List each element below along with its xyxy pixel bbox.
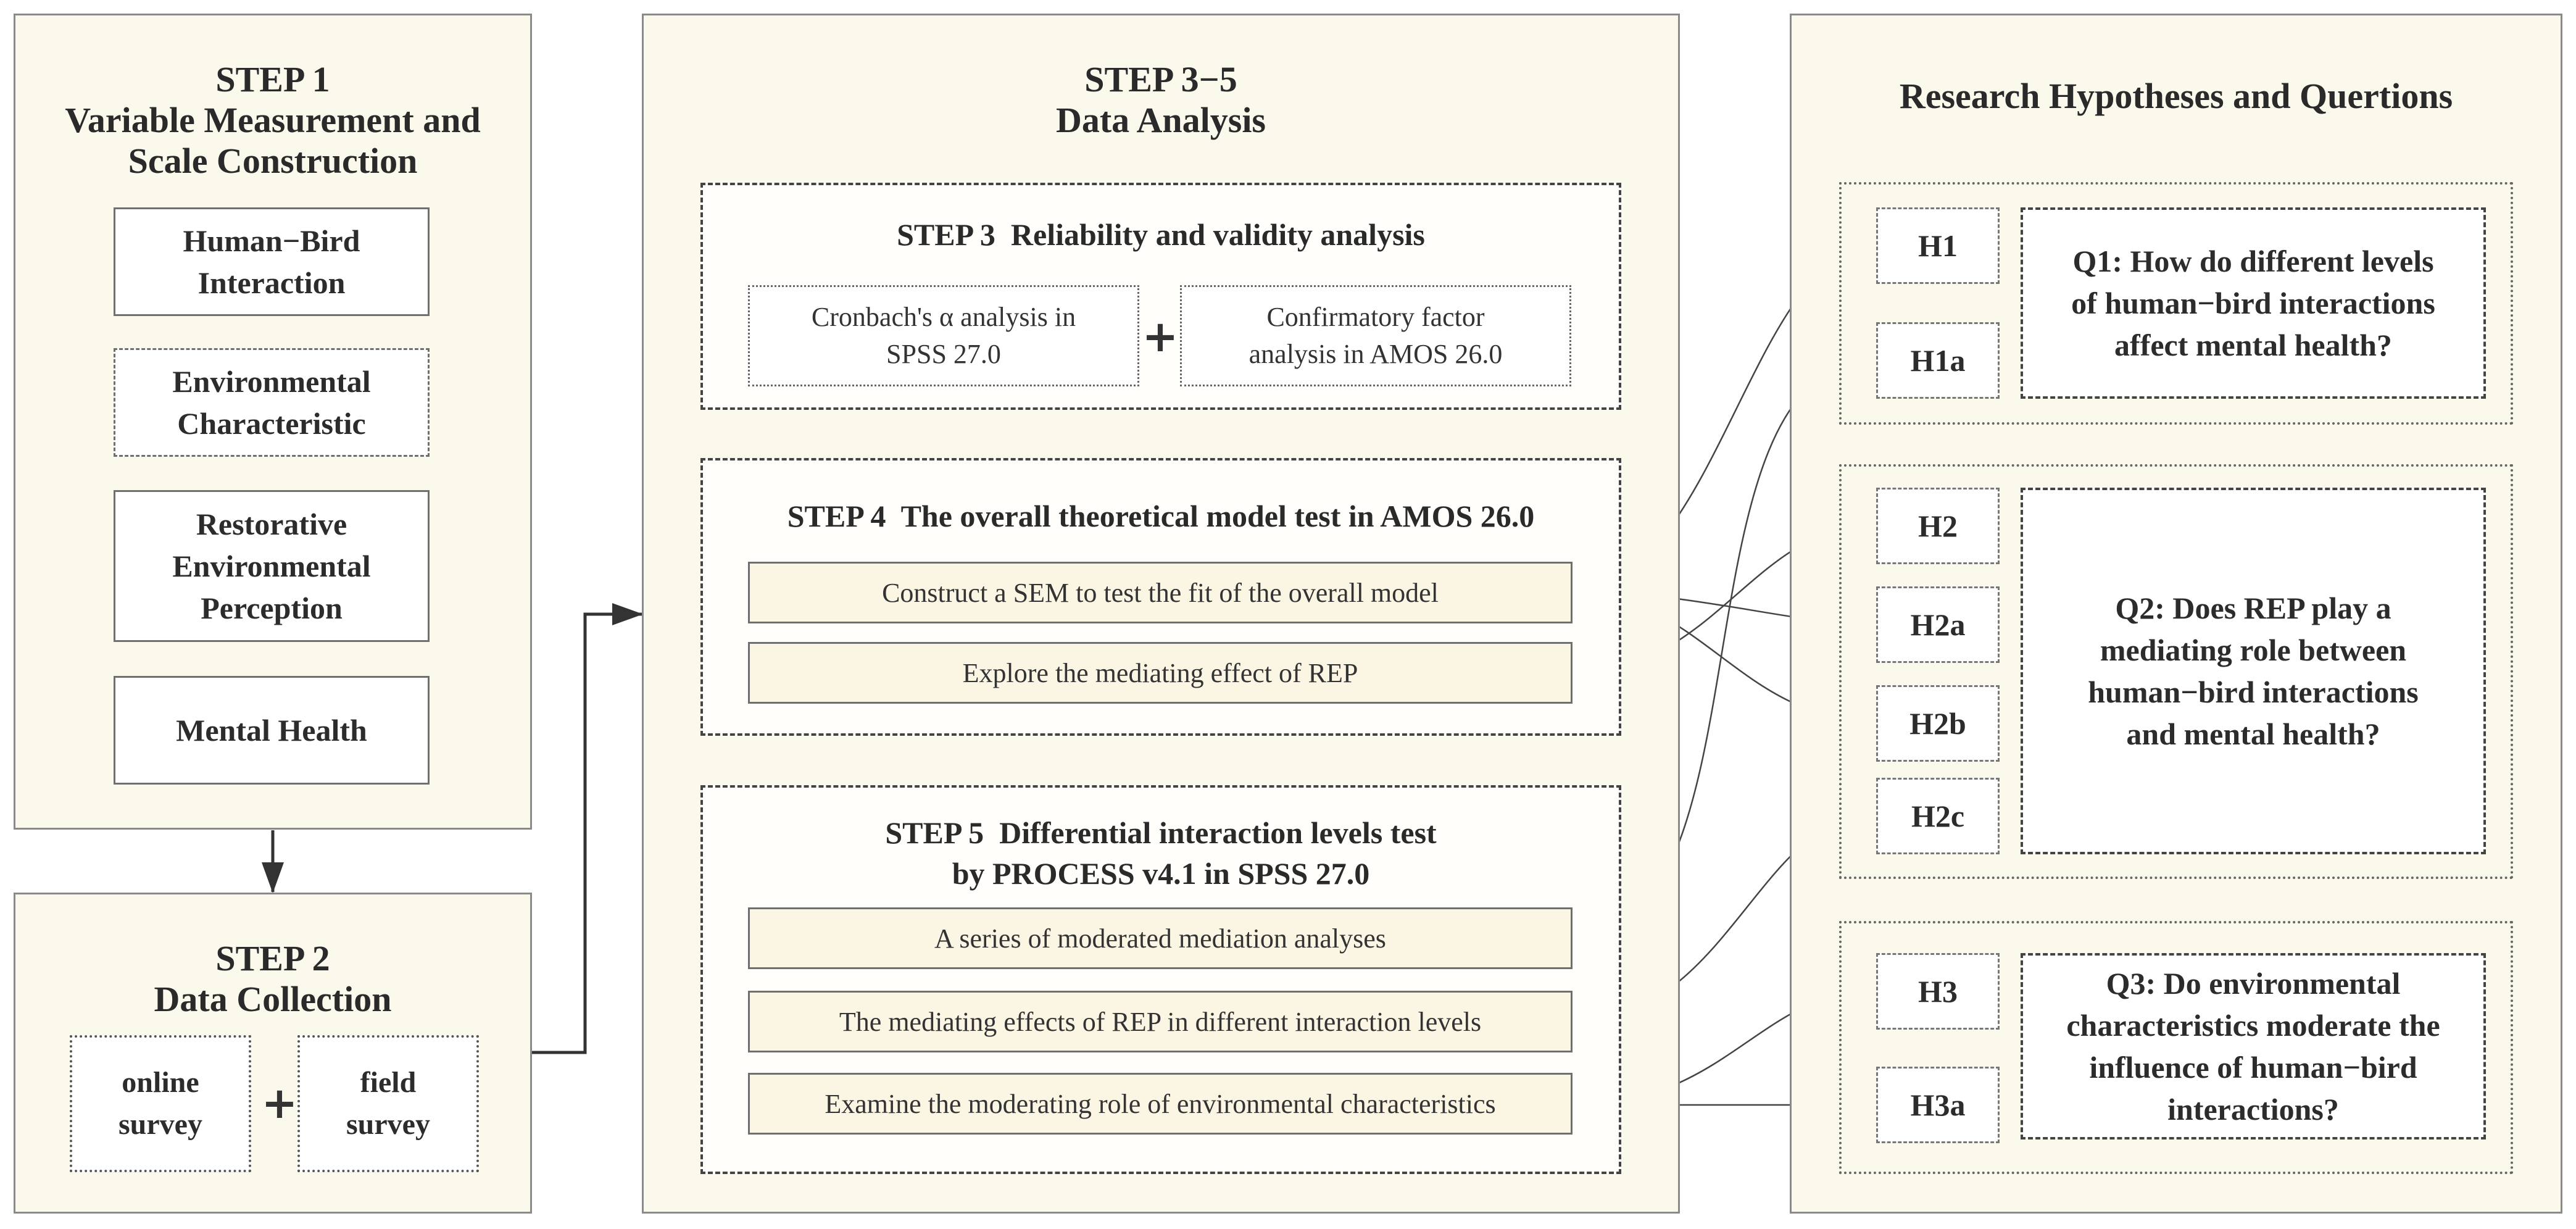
research-title: Research Hypotheses and Quertions [1899,76,2453,116]
method-line: analysis in AMOS 26.0 [1249,339,1503,369]
plus-sign: + [261,1078,298,1128]
variable-line: Mental Health [176,713,367,748]
variable-mental-health: Mental Health [114,676,430,785]
variable-line: Restorative [196,507,347,541]
question-line: of human−bird interactions [2071,286,2435,320]
variable-line: Environmental [172,364,371,399]
question-line: human−bird interactions [2088,675,2419,709]
source-line: survey [346,1108,430,1141]
arrow-step2-to-analysis [532,603,643,1054]
hypothesis-h2b: H2b [1876,685,2000,762]
step1-title: STEP 1 Variable Measurement and Scale Co… [14,59,532,181]
method-cronbach-alpha: Cronbach's α analysis in SPSS 27.0 [748,285,1139,386]
bar-mediating-effect-rep: Explore the mediating effect of REP [748,642,1573,704]
analysis-title: STEP 3−5 Data Analysis [642,59,1680,141]
plus-sign: + [1142,311,1179,362]
question-q1: Q1: How do different levels of human−bird… [2021,207,2486,399]
step5-title-line2: by PROCESS v4.1 in SPSS 27.0 [952,856,1370,891]
method-confirmatory-factor-analysis: Confirmatory factor analysis in AMOS 26.0 [1180,285,1571,386]
variable-line: Environmental [172,549,371,583]
analysis-title-line2: Data Analysis [1055,100,1266,140]
hypothesis-h2c: H2c [1876,778,2000,854]
analysis-title-line1: STEP 3−5 [1084,59,1237,99]
step5-title: STEP 5 Differential interaction levels t… [700,812,1621,894]
question-line: interactions? [2167,1092,2339,1127]
question-line: influence of human−bird [2089,1050,2417,1085]
question-line: mediating role between [2100,633,2407,667]
method-line: SPSS 27.0 [886,339,1001,369]
source-line: online [122,1066,199,1099]
question-q3: Q3: Do environmental characteristics mode… [2021,953,2486,1139]
method-line: Confirmatory factor [1266,302,1485,332]
method-line: Cronbach's α analysis in [811,302,1076,332]
hypothesis-h2: H2 [1876,488,2000,564]
question-q2: Q2: Does REP play a mediating role betwee… [2021,488,2486,854]
source-online-survey: online survey [70,1035,251,1172]
bar-mediating-effects-levels: The mediating effects of REP in differen… [748,991,1573,1052]
hypothesis-h3: H3 [1876,953,2000,1030]
step3-title: STEP 3 Reliability and validity analysis [897,217,1425,252]
bar-moderating-role: Examine the moderating role of environme… [748,1073,1573,1135]
step1-title-line2: Variable Measurement and [65,100,481,140]
variable-line: Interaction [197,265,346,300]
hypothesis-h3a: H3a [1876,1067,2000,1143]
step1-title-line1: STEP 1 [215,59,330,99]
variable-line: Human−Bird [183,223,360,258]
step2-title-line2: Data Collection [154,979,392,1019]
source-field-survey: field survey [297,1035,479,1172]
step5-title-line1: STEP 5 Differential interaction levels t… [885,815,1437,850]
question-line: Q1: How do different levels [2072,244,2434,278]
step2-title: STEP 2 Data Collection [14,938,532,1020]
question-line: affect mental health? [2114,328,2392,362]
step1-title-line3: Scale Construction [128,141,418,181]
step2-title-line1: STEP 2 [215,938,330,978]
hypothesis-h1a: H1a [1876,322,2000,399]
bar-moderated-mediation: A series of moderated mediation analyses [748,907,1573,969]
variable-line: Perception [201,591,343,625]
bar-construct-sem: Construct a SEM to test the fit of the o… [748,562,1573,623]
question-line: characteristics moderate the [2066,1008,2440,1043]
source-line: field [360,1066,417,1099]
step4-title: STEP 4 The overall theoretical model tes… [787,499,1535,533]
variable-line: Characteristic [177,406,366,441]
question-line: and mental health? [2126,717,2380,751]
hypothesis-h1: H1 [1876,207,2000,284]
question-line: Q3: Do environmental [2106,966,2401,1001]
question-line: Q2: Does REP play a [2115,591,2391,625]
source-line: survey [118,1108,202,1141]
hypothesis-h2a: H2a [1876,586,2000,663]
